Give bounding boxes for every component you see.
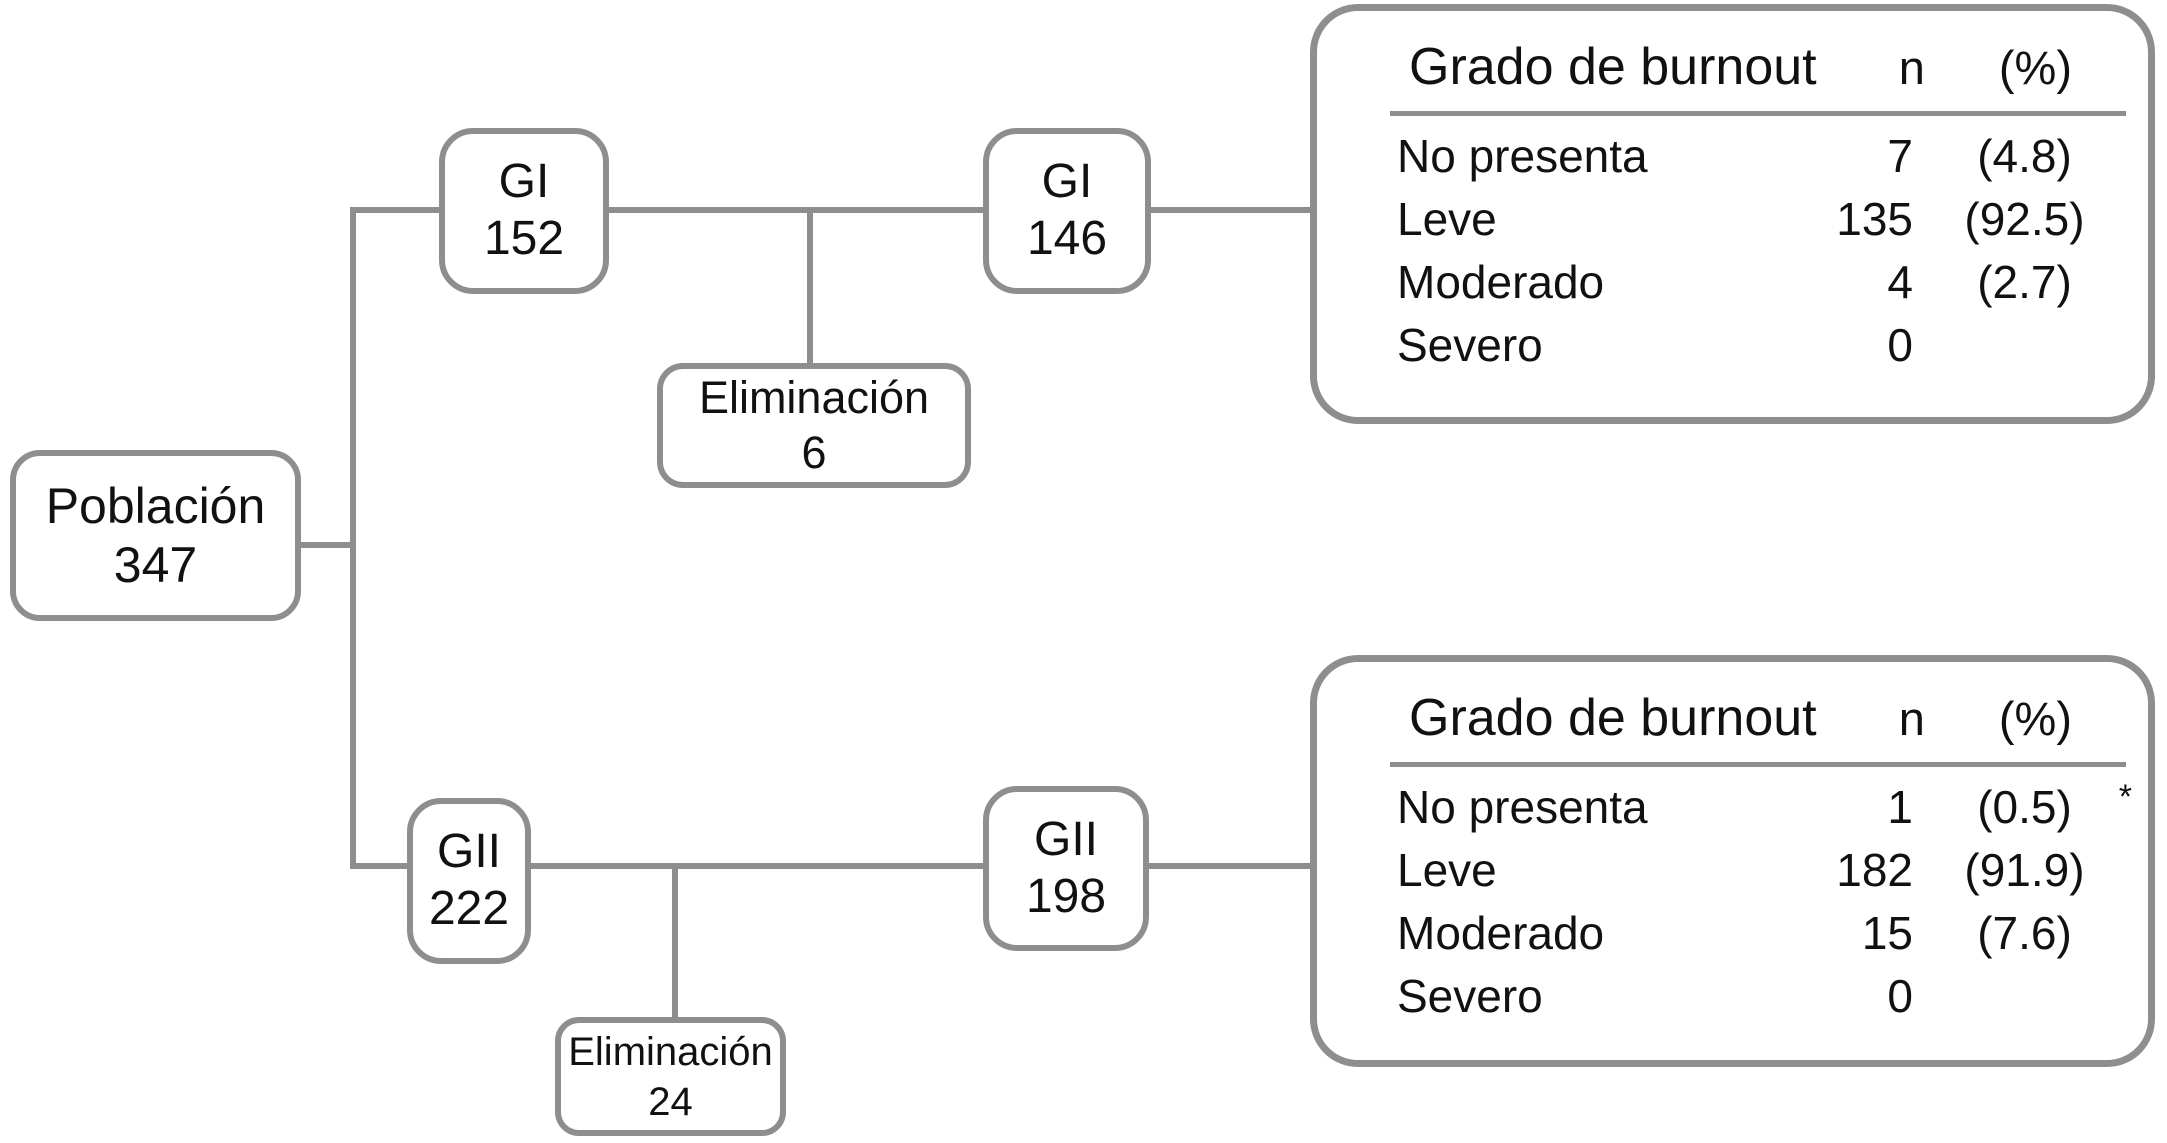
table-gii-row-n: 1 (1887, 780, 1913, 833)
node-eliminacion-bottom-label: Eliminación (568, 1029, 773, 1074)
table-gii-header-title: Grado de burnout (1409, 689, 1817, 747)
table-gii-row-label: Moderado (1397, 906, 1605, 959)
table-gii-row-pct: (7.6) (1913, 906, 2136, 960)
table-gii-row-pct-value: (0.5) (1977, 780, 2072, 833)
table-gi-row-label: Leve (1397, 192, 1497, 245)
node-eliminacion-top-label: Eliminación (698, 371, 930, 423)
table-gii-row-label: Severo (1397, 969, 1543, 1022)
table-gii-row-pct-value: (91.9) (1964, 843, 2085, 896)
connector-elimination-top-vertical (807, 207, 813, 365)
table-row: Moderado 4 (2.7) (1317, 250, 2148, 313)
burnout-table-gi-header: Grado de burnout n (%) (1317, 37, 2148, 99)
connector-elimination-bottom-vertical (672, 863, 678, 1019)
table-gii-row-n: 0 (1887, 969, 1913, 1022)
node-gi-final: GI 146 (983, 128, 1151, 294)
node-poblacion-label: Población (45, 477, 266, 534)
table-gi-header-title: Grado de burnout (1409, 38, 1817, 96)
table-gii-row-note-asterisk: * (2118, 777, 2132, 816)
table-gii-row-label: No presenta (1397, 780, 1648, 833)
node-gi-final-label: GI (1041, 155, 1093, 209)
table-row: Severo 0 (1317, 964, 2148, 1027)
node-eliminacion-bottom-count: 24 (648, 1079, 693, 1124)
connector-root-horizontal (298, 542, 356, 548)
table-gii-row-pct-value: (7.6) (1977, 906, 2072, 959)
node-gi-initial-label: GI (498, 155, 550, 209)
burnout-table-gii-header: Grado de burnout n (%) (1317, 688, 2148, 750)
table-gii-row-n: 182 (1836, 843, 1913, 896)
table-gi-row-n: 0 (1887, 318, 1913, 371)
table-gi-header-n: n (1898, 41, 1925, 94)
table-gi-row-pct: (2.7) (1913, 255, 2136, 309)
table-gi-row-n: 7 (1887, 129, 1913, 182)
table-gii-header-pct: (%) (1998, 692, 2072, 745)
table-gii-header-rule (1390, 762, 2126, 767)
burnout-table-gi: Grado de burnout n (%) No presenta 7 (4.… (1310, 4, 2155, 424)
table-gi-row-pct: (4.8) (1913, 129, 2136, 183)
burnout-table-gii: Grado de burnout n (%) No presenta 1 (0.… (1310, 655, 2155, 1067)
table-row: Severo 0 (1317, 313, 2148, 376)
table-row: No presenta 7 (4.8) (1317, 124, 2148, 187)
table-gii-header-n: n (1898, 692, 1925, 745)
node-eliminacion-top-count: 6 (801, 426, 827, 478)
table-row: Leve 182 (91.9) (1317, 838, 2148, 901)
node-gii-initial-label: GII (436, 825, 501, 879)
table-gii-row-label: Leve (1397, 843, 1497, 896)
node-eliminacion-top: Eliminación 6 (657, 363, 971, 488)
table-gi-row-label: No presenta (1397, 129, 1648, 182)
connector-bottom-branch-horizontal (350, 863, 1310, 869)
node-gii-initial: GII 222 (407, 798, 531, 964)
table-gi-row-pct: (92.5) (1913, 192, 2136, 246)
table-gi-row-pct-value: (2.7) (1977, 255, 2072, 308)
node-poblacion-count: 347 (113, 536, 198, 593)
node-gi-final-count: 146 (1026, 212, 1108, 265)
table-gi-row-label: Moderado (1397, 255, 1605, 308)
table-gi-header-pct: (%) (1998, 41, 2072, 94)
table-gi-row-n: 135 (1836, 192, 1913, 245)
table-gii-row-pct: (91.9) (1913, 843, 2136, 897)
table-gi-row-label: Severo (1397, 318, 1543, 371)
node-gii-final-count: 198 (1025, 869, 1107, 923)
node-poblacion: Población 347 (10, 450, 301, 621)
table-row: Leve 135 (92.5) (1317, 187, 2148, 250)
node-gii-final-label: GII (1033, 812, 1098, 866)
node-gii-final: GII 198 (983, 786, 1149, 951)
table-gii-row-n: 15 (1861, 906, 1913, 959)
node-gii-initial-count: 222 (428, 882, 510, 935)
table-gi-header-rule (1390, 111, 2126, 116)
table-row: Moderado 15 (7.6) (1317, 901, 2148, 964)
connector-trunk-vertical (350, 207, 356, 869)
table-gi-row-pct-value: (4.8) (1977, 129, 2072, 182)
table-row: No presenta 1 (0.5) * (1317, 775, 2148, 838)
table-gi-row-pct-value: (92.5) (1964, 192, 2085, 245)
node-gi-initial: GI 152 (439, 128, 609, 294)
connector-top-branch-horizontal (350, 207, 1310, 213)
node-eliminacion-bottom: Eliminación 24 (555, 1017, 786, 1136)
table-gii-row-pct: (0.5) * (1913, 777, 2136, 834)
table-gi-row-n: 4 (1887, 255, 1913, 308)
node-gi-initial-count: 152 (483, 212, 565, 265)
